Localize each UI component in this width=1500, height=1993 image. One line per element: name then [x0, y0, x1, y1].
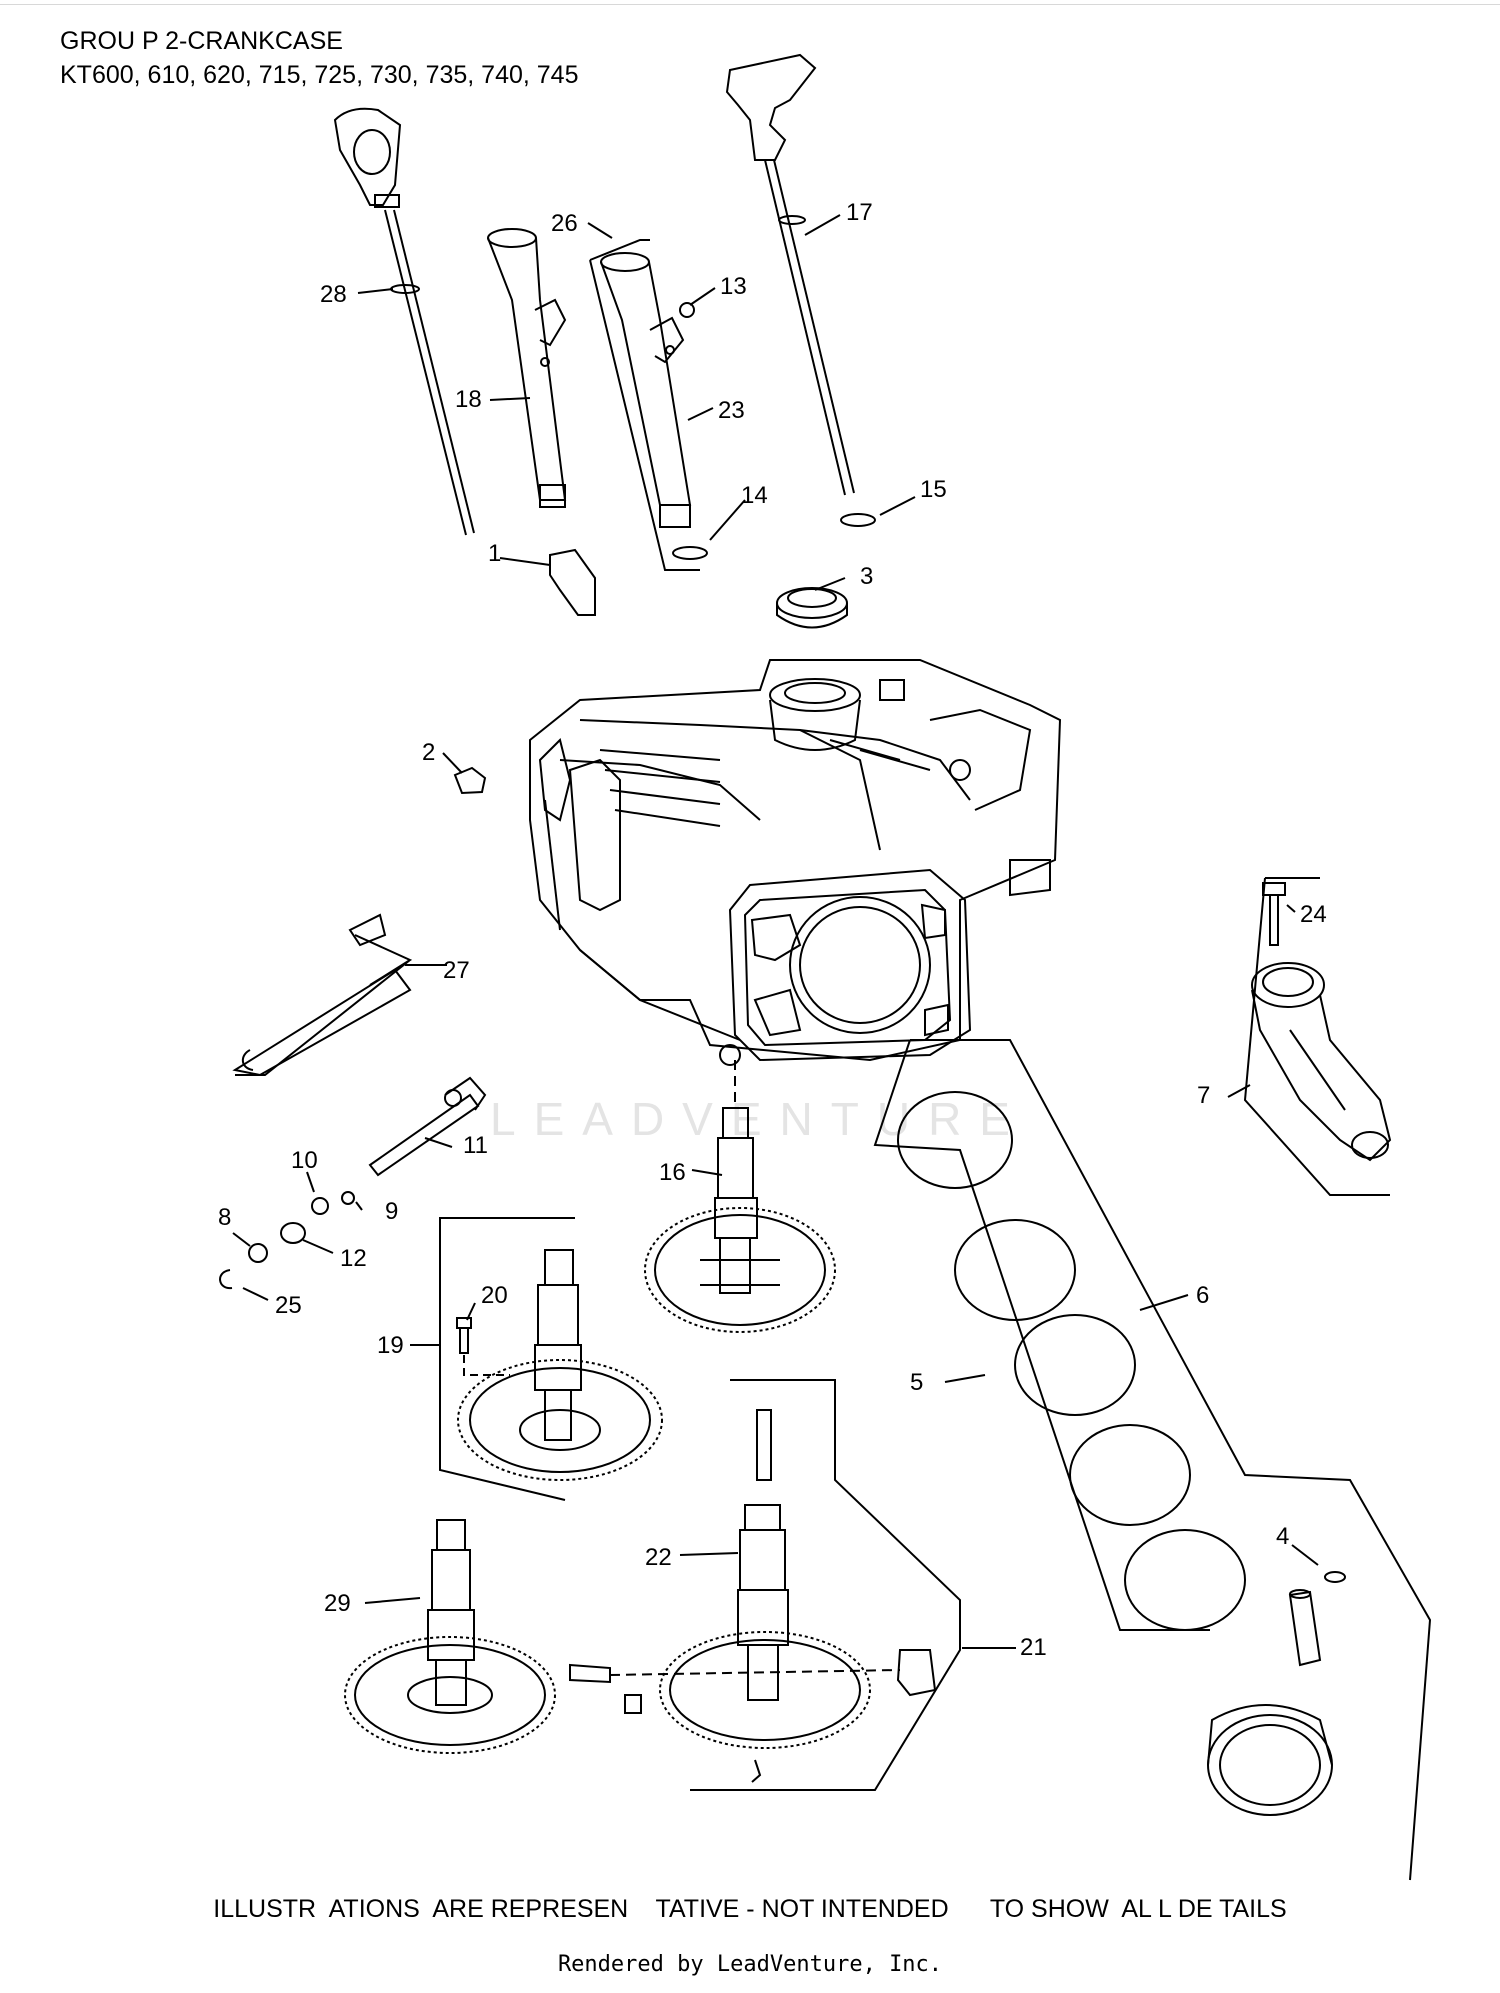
callout-labels: 1 2 3 4 5 6 7 8 9 10 11 12 13 14 15 16 1…: [218, 199, 1327, 1661]
top-rule: [0, 4, 1500, 5]
part-3-oil-seal: [776, 587, 848, 629]
bracket-21: [690, 1379, 961, 1791]
callout-24: 24: [1300, 901, 1327, 928]
part-27-clip: [241, 1049, 254, 1071]
callout-17: 17: [846, 199, 873, 226]
bracket-27: [235, 934, 413, 1076]
part-21-pin: [569, 1663, 901, 1684]
part-piston: [1207, 1704, 1333, 1816]
bracket-7: [1243, 877, 1390, 1196]
callout-2: 2: [422, 739, 435, 766]
bracket-5: [873, 1039, 1210, 1631]
callout-11: 11: [463, 1132, 488, 1159]
crankcase-body: [529, 659, 1062, 1066]
group-title: GROU P 2-CRANKCASE: [60, 27, 343, 55]
callout-18: 18: [455, 386, 482, 413]
leader-dashed-20: [463, 1355, 510, 1376]
part-24-bolt: [1262, 882, 1286, 946]
callout-1: 1: [488, 540, 501, 567]
callout-9: 9: [385, 1198, 398, 1225]
callout-25: 25: [275, 1292, 302, 1319]
callout-23: 23: [718, 397, 745, 424]
callout-4: 4: [1276, 1523, 1289, 1550]
part-7-connecting-rod: [1251, 962, 1392, 1162]
part-4-retainer: [1324, 1571, 1346, 1583]
callout-12: 12: [340, 1245, 367, 1272]
part-1-bracket: [549, 548, 596, 616]
callout-19: 19: [377, 1332, 404, 1359]
model-list: KT600, 610, 620, 715, 725, 730, 735, 740…: [60, 61, 579, 89]
part-9-o-ring: [341, 1191, 355, 1205]
callout-14: 14: [741, 482, 768, 509]
part-25-clip: [219, 1269, 233, 1290]
rendered-by-credit: Rendered by LeadVenture, Inc.: [557, 1952, 943, 1977]
callout-10: 10: [291, 1147, 318, 1174]
callout-3: 3: [860, 563, 873, 590]
part-11-shaft: [368, 1076, 487, 1177]
part-29-camshaft: [344, 1519, 556, 1754]
part-20-bolt: [456, 1317, 472, 1354]
callout-13: 13: [720, 273, 747, 300]
callout-6: 6: [1196, 1282, 1209, 1309]
part-2-block: [453, 766, 487, 795]
callout-28: 28: [320, 281, 347, 308]
part-16-camshaft: [644, 1107, 836, 1333]
part-28-dipstick: [333, 107, 475, 536]
callout-7: 7: [1197, 1082, 1210, 1109]
bracket-6: [910, 1039, 1432, 1881]
part-21-spring: [624, 1694, 642, 1714]
callout-27: 27: [443, 957, 470, 984]
callout-8: 8: [218, 1204, 231, 1231]
part-17-dipstick: [725, 53, 855, 496]
watermark: LEADVENTURE: [490, 1093, 1028, 1145]
callout-26: 26: [551, 210, 578, 237]
part-piston-pin: [1288, 1589, 1322, 1667]
part-14-o-ring: [672, 546, 708, 560]
callout-29: 29: [324, 1590, 351, 1617]
part-13-nut: [679, 302, 695, 318]
part-19-camshaft: [457, 1249, 663, 1481]
part-21-weight: [896, 1649, 937, 1697]
part-15-o-ring: [840, 513, 876, 527]
part-12-washer: [280, 1222, 306, 1244]
callout-16: 16: [659, 1159, 686, 1186]
part-27-lever: [348, 913, 387, 947]
part-10-washer: [311, 1197, 329, 1215]
part-18-dipstick-tube: [487, 228, 567, 508]
callout-22: 22: [645, 1544, 672, 1571]
callout-21: 21: [1020, 1634, 1047, 1661]
callout-15: 15: [920, 476, 947, 503]
part-5-piston-rings: [897, 1091, 1246, 1631]
part-27-shaft: [232, 968, 412, 1077]
leader-lines: [232, 214, 1319, 1649]
bracket-26: [589, 239, 700, 571]
part-8-washer: [248, 1243, 268, 1263]
bracket-19: [439, 1217, 575, 1501]
disclaimer-text: ILLUSTR ATIONS ARE REPRESEN TATIVE - NOT…: [213, 1895, 1287, 1923]
part-23-dipstick-tube: [600, 252, 692, 528]
part-21-clip: [751, 1759, 762, 1783]
callout-20: 20: [481, 1282, 508, 1309]
callout-5: 5: [910, 1369, 923, 1396]
part-22-camshaft: [659, 1409, 871, 1749]
